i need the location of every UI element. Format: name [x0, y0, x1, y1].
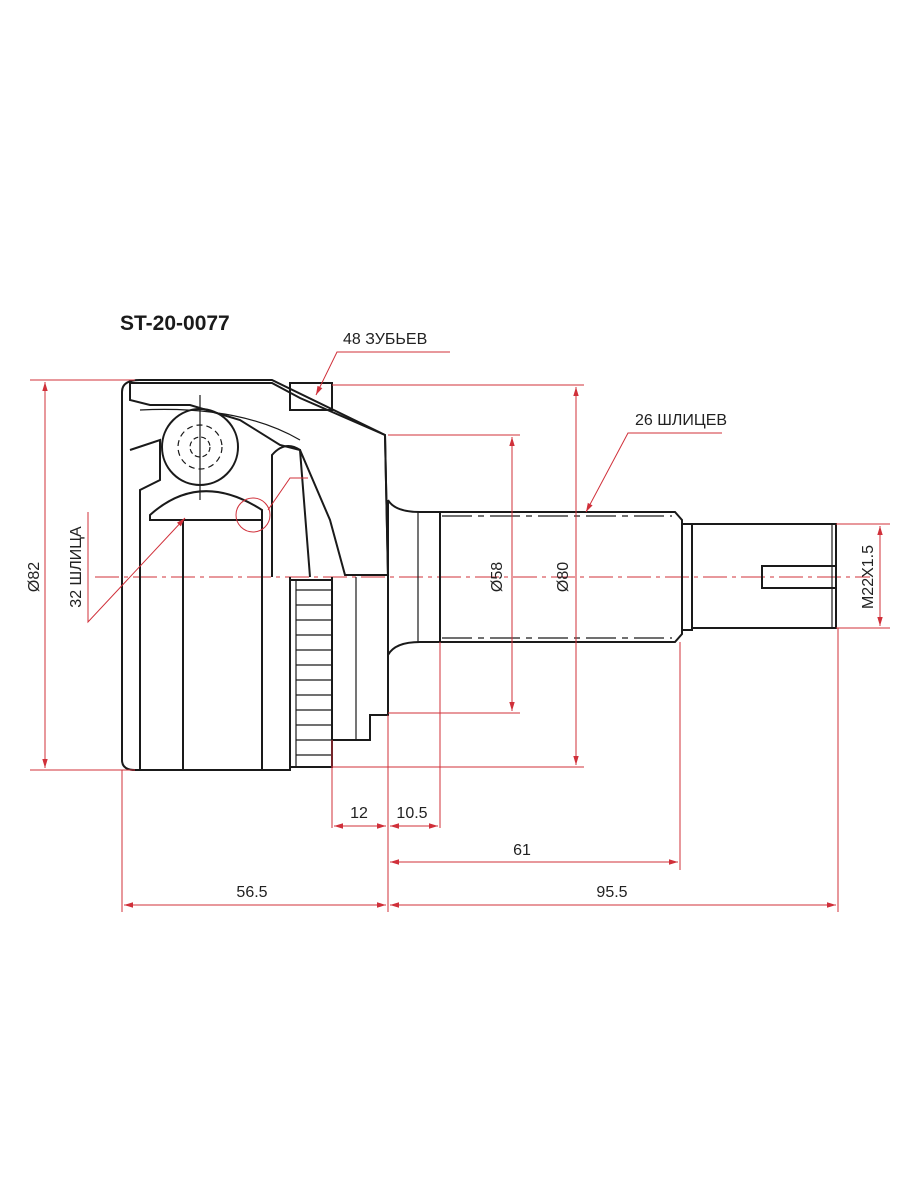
part-number: ST-20-0077 [120, 312, 230, 335]
abs-diameter-label: Ø80 [555, 562, 572, 592]
flange-width-label: 10.5 [396, 805, 427, 822]
threaded-end [691, 523, 837, 629]
abs-width-label: 12 [350, 805, 368, 822]
neck-diameter-label: Ø58 [489, 562, 506, 592]
outer-splines-callout: 26 ШЛИЦЕВ [635, 412, 727, 429]
shaft [387, 499, 837, 715]
thread-label: M22X1.5 [860, 545, 877, 609]
dimension-lines [30, 351, 890, 912]
housing-length-label: 56.5 [236, 884, 267, 901]
spline-length-label: 61 [513, 842, 531, 859]
outer-race-section [121, 379, 390, 578]
teeth-callout: 48 ЗУБЬЕВ [343, 331, 427, 348]
slot [761, 565, 837, 589]
outer-diameter-label: Ø82 [26, 562, 43, 592]
inner-splines-callout: 32 ШЛИЦА [68, 526, 85, 608]
shaft-length-label: 95.5 [596, 884, 627, 901]
outer-race-exterior [121, 577, 389, 771]
